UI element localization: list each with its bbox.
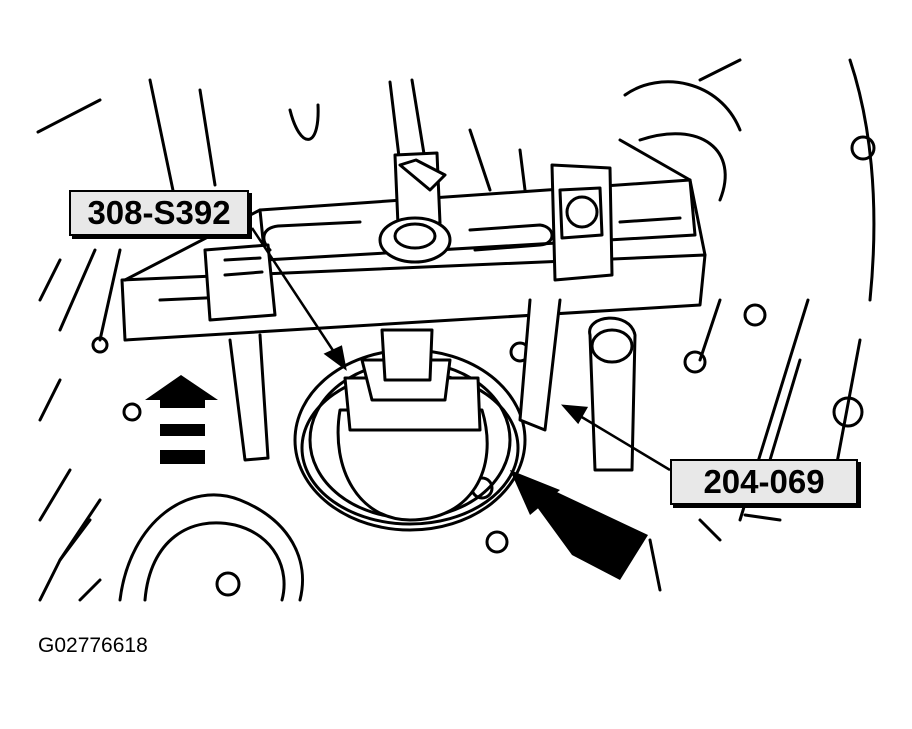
stud-nut — [550, 163, 614, 282]
callout-tool-204-069: 204-069 — [670, 459, 858, 505]
direction-arrow-icon — [145, 375, 218, 464]
lower-bore — [38, 493, 304, 602]
forcing-screw — [378, 151, 452, 264]
right-cylinder — [588, 316, 637, 472]
puller-legs — [203, 243, 562, 462]
leader-arrow-icon — [510, 470, 648, 580]
figure-id: G02776618 — [38, 634, 148, 657]
callout-leaders — [250, 227, 671, 472]
callout-tool-308-s392: 308-S392 — [69, 190, 249, 236]
remover-tool — [336, 328, 489, 522]
